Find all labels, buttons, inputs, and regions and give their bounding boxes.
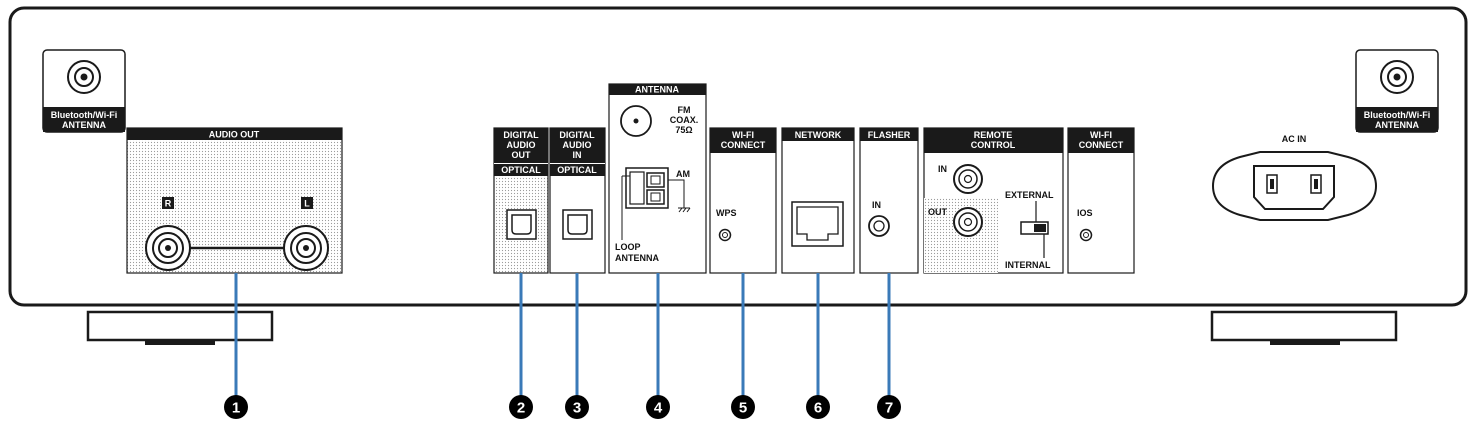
svg-text:3: 3 [573,400,581,417]
audio-out-label: AUDIO OUT [209,130,260,140]
bt-antenna-right-label-1: Bluetooth/Wi-Fi [1364,110,1430,120]
digital-in-label-2: AUDIO [563,140,592,150]
digital-in-label-1: DIGITAL [559,130,595,140]
remote-control-label-1: REMOTE [974,130,1013,140]
svg-text:4: 4 [654,400,663,417]
digital-out-label-3: OUT [512,150,532,160]
ac-in-inlet[interactable]: AC IN [1211,134,1378,221]
callout-5: 5 [731,395,755,419]
callout-lines [234,273,891,397]
wifi-connect-wps-panel: WI-FI CONNECT WPS [709,127,777,274]
foot-left [86,310,274,345]
bt-wifi-antenna-right: Bluetooth/Wi-Fi ANTENNA [1355,49,1439,133]
digital-out-optical-label: OPTICAL [501,165,541,175]
bt-antenna-left-label-1: Bluetooth/Wi-Fi [51,110,117,120]
fm-label-3: 75Ω [675,125,692,135]
callout-2: 2 [509,395,533,419]
digital-in-optical-label: OPTICAL [557,165,597,175]
remote-out-jack[interactable] [953,207,983,237]
audio-out-panel: AUDIO OUT R L [126,127,343,274]
remote-in-jack[interactable] [953,164,983,194]
wifi-connect-label-2: CONNECT [721,140,766,150]
wifi-connect-label-1: WI-FI [732,130,754,140]
ground-icon [678,207,691,213]
remote-control-panel: REMOTE CONTROL IN OUT EXTERNAL INTERNAL [923,127,1064,274]
svg-text:2: 2 [517,400,525,417]
wps-label: WPS [716,208,737,218]
remote-control-label-2: CONTROL [971,140,1016,150]
loop-antenna-label-2: ANTENNA [615,253,659,263]
digital-in-label-3: IN [573,150,582,160]
loop-antenna-label-1: LOOP [615,242,641,252]
callout-3: 3 [565,395,589,419]
rca-jack-r[interactable] [145,225,191,271]
remote-out-label: OUT [928,207,948,217]
bt-wifi-antenna-left: Bluetooth/Wi-Fi ANTENNA [42,49,126,133]
internal-label: INTERNAL [1005,260,1051,270]
callout-6: 6 [806,395,830,419]
external-internal-switch[interactable] [1020,221,1049,235]
digital-audio-in-panel: DIGITAL AUDIO IN OPTICAL [549,127,606,274]
bt-antenna-left-label-2: ANTENNA [62,120,106,130]
svg-text:1: 1 [232,400,240,417]
network-panel: NETWORK [781,127,855,274]
network-label: NETWORK [795,130,842,140]
flasher-in-label: IN [872,200,881,210]
wifi-connect-ios-panel: WI-FI CONNECT IOS [1067,127,1135,274]
optical-out-port[interactable] [506,209,537,240]
callout-1: 1 [224,395,248,419]
wifi-connect2-label-2: CONNECT [1079,140,1124,150]
optical-in-port[interactable] [562,209,593,240]
rca-jack-l[interactable] [283,225,329,271]
bt-antenna-right-label-2: ANTENNA [1375,120,1419,130]
am-label: AM [676,169,690,179]
svg-text:6: 6 [814,400,822,417]
callout-7: 7 [877,395,901,419]
antenna-label: ANTENNA [635,85,679,95]
ios-label: IOS [1077,208,1093,218]
antenna-panel: ANTENNA FM COAX. 75Ω AM LOOP ANTENNA [608,83,707,274]
wps-button[interactable] [718,228,732,242]
flasher-in-jack[interactable] [868,215,890,237]
fm-label-1: FM [678,105,691,115]
remote-in-label: IN [938,164,947,174]
audio-out-r-label: R [165,199,172,209]
external-label: EXTERNAL [1005,190,1054,200]
ac-in-label: AC IN [1282,134,1307,144]
ios-button[interactable] [1079,228,1093,242]
digital-audio-out-panel: DIGITAL AUDIO OUT OPTICAL [493,127,549,274]
callout-4: 4 [646,395,670,419]
foot-right [1210,310,1398,345]
svg-text:5: 5 [739,400,747,417]
digital-out-label-2: AUDIO [507,140,536,150]
flasher-panel: FLASHER IN [859,127,919,274]
fm-label-2: COAX. [670,115,699,125]
flasher-label: FLASHER [868,130,911,140]
audio-out-l-label: L [304,199,310,209]
am-loop-terminal[interactable] [625,167,669,209]
digital-out-label-1: DIGITAL [503,130,539,140]
wifi-connect2-label-1: WI-FI [1090,130,1112,140]
fm-coax-jack[interactable] [620,105,652,137]
svg-text:7: 7 [885,400,893,417]
ethernet-port[interactable] [791,201,844,247]
